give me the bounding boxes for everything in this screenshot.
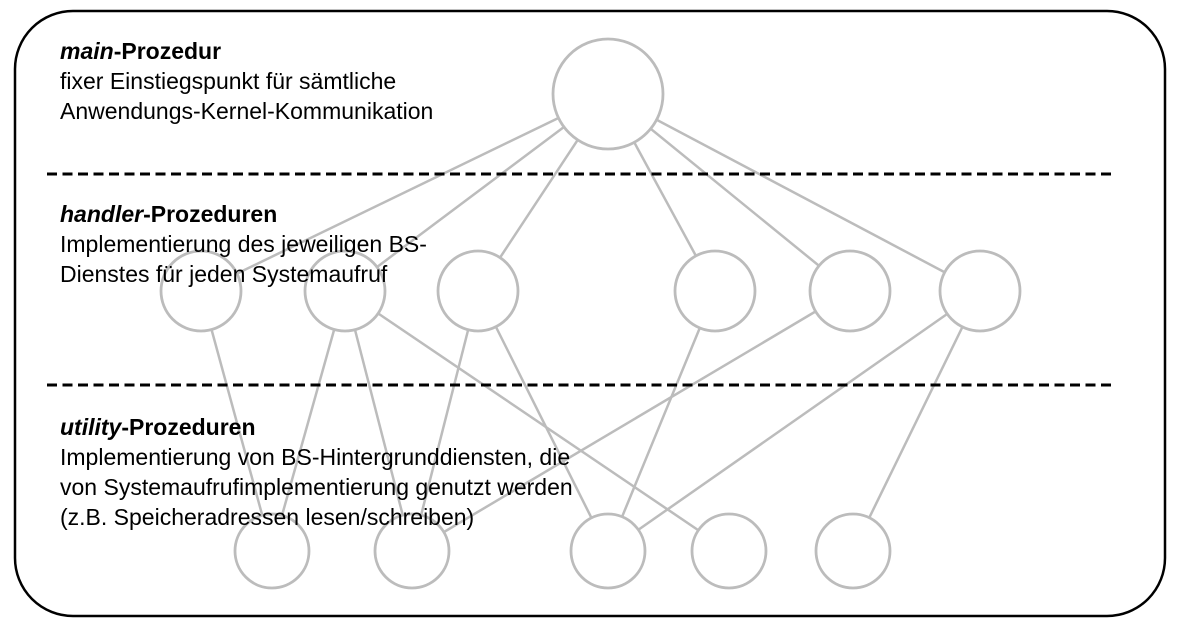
layer-desc-main: fixer Einstiegspunkt für sämtliche Anwen… xyxy=(60,68,434,124)
edge-line-h6-u3 xyxy=(607,289,981,553)
node-circle-h4 xyxy=(673,249,757,333)
node-circle-main xyxy=(551,37,665,151)
layer-label-main: main-Prozedur fixer Einstiegspunkt für s… xyxy=(60,36,433,126)
edge-line-h2-u1 xyxy=(270,290,347,552)
node-circle-u3 xyxy=(569,512,647,590)
edge-line-h6-u5 xyxy=(851,290,982,552)
edge-line-h3-u2 xyxy=(410,290,480,552)
edge-line-h1-u1 xyxy=(199,290,274,552)
edge-line-h3-u3 xyxy=(476,290,610,552)
layer-title-utility-italic: utility xyxy=(60,414,122,440)
edge-line-main-h1 xyxy=(200,92,609,293)
layer-label-handler: handler-Prozeduren Implementierung des j… xyxy=(60,199,427,289)
node-circle-u5 xyxy=(814,512,892,590)
node-circle-h2 xyxy=(303,249,387,333)
edge-line-h2-u4 xyxy=(344,289,730,553)
layer-title-handler-rest: -Prozeduren xyxy=(143,201,278,227)
node-circle-h3 xyxy=(436,249,520,333)
node-circle-h6 xyxy=(938,249,1022,333)
layer-desc-handler: Implementierung des jeweiligen BS- Diens… xyxy=(60,231,427,287)
layer-title-main-rest: -Prozedur xyxy=(113,38,222,64)
edge-line-main-h6 xyxy=(607,92,981,293)
frame-border xyxy=(13,9,1167,618)
layer-title-main: main-Prozedur xyxy=(60,36,433,66)
edge-line-h2-u2 xyxy=(343,290,414,552)
node-circle-h5 xyxy=(808,249,892,333)
node-circle-h1 xyxy=(159,249,243,333)
layer-title-handler: handler-Prozeduren xyxy=(60,199,427,229)
node-circle-u4 xyxy=(690,512,768,590)
node-circle-u1 xyxy=(233,512,311,590)
layer-title-utility: utility-Prozeduren xyxy=(60,412,573,442)
layer-title-utility-rest: -Prozeduren xyxy=(121,414,256,440)
node-circle-u2 xyxy=(373,512,451,590)
edge-line-h4-u3 xyxy=(606,290,717,552)
layer-title-main-italic: main xyxy=(60,38,114,64)
layer-title-handler-italic: handler xyxy=(60,201,144,227)
edge-line-h5-u2 xyxy=(411,289,851,553)
layer-desc-utility: Implementierung von BS-Hintergrunddienst… xyxy=(60,444,573,530)
layer-label-utility: utility-Prozeduren Implementierung von B… xyxy=(60,412,573,532)
